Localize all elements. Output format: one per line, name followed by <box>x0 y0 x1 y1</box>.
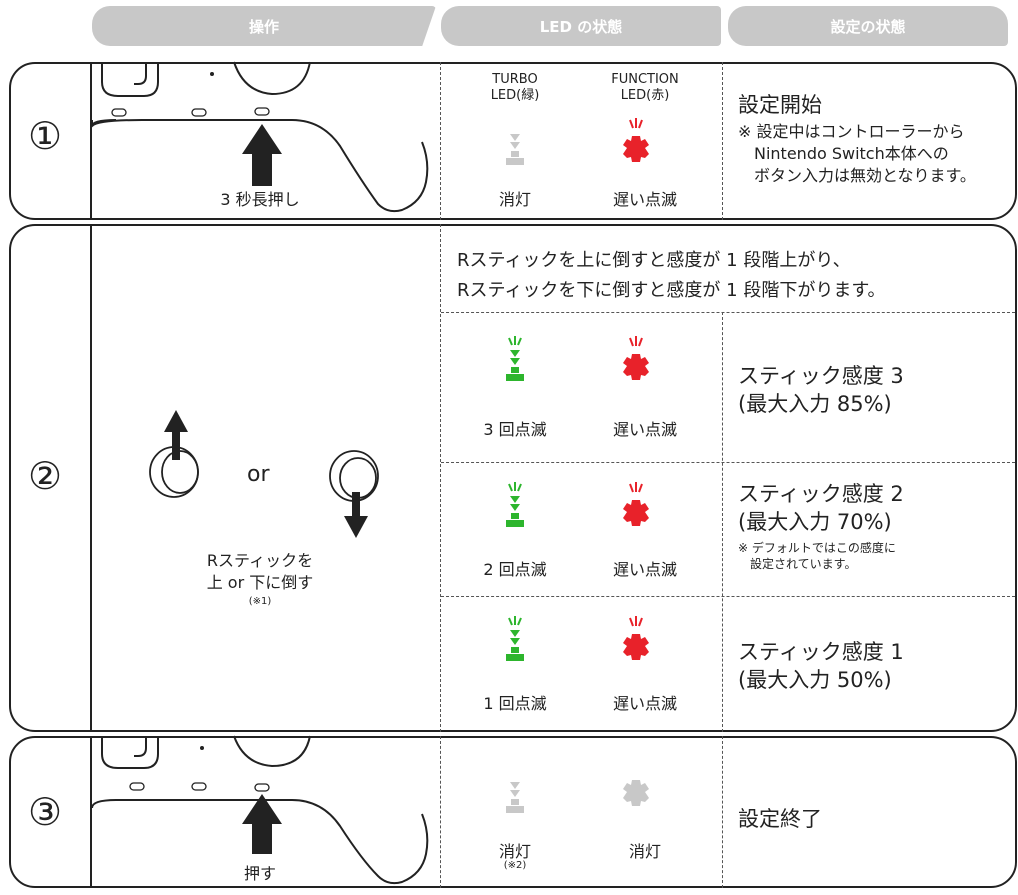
step-3-state-divider <box>722 736 723 888</box>
step-2-led-divider <box>440 224 441 732</box>
sensitivity-level-3: スティック感度 3 (最大入力 85%) <box>738 364 904 416</box>
turbo-led-blink-icon-3 <box>506 336 524 381</box>
turbo-led-off-icon-3 <box>506 782 524 813</box>
step-1-led-divider <box>440 62 441 220</box>
step-2-action-note: (※1) <box>248 596 272 607</box>
level-divider-2 <box>441 596 1015 597</box>
turbo-led-state-3: 消灯 <box>498 842 531 861</box>
turbo-state-level-3: 3 回点滅 <box>483 420 547 439</box>
function-state-level-1: 遅い点滅 <box>612 694 677 713</box>
turbo-state-level-2: 2 回点滅 <box>483 560 547 579</box>
sensitivity-level-2: スティック感度 2 (最大入力 70%) <box>738 482 904 534</box>
function-led-blink-icon-3 <box>623 336 649 380</box>
function-led-blink-icon-2 <box>623 482 649 526</box>
step-3-divider <box>90 736 92 888</box>
function-led-blink-icon <box>623 118 649 162</box>
step-1-state-divider <box>722 62 723 220</box>
step-2-divider <box>90 224 92 732</box>
turbo-led-off-icon <box>506 134 524 165</box>
controller-illustration-1 <box>91 61 429 213</box>
function-state-level-2: 遅い点滅 <box>612 560 677 579</box>
or-label: or <box>247 462 270 487</box>
function-led-state-1: 遅い点滅 <box>612 190 677 209</box>
function-led-blink-icon-1 <box>623 616 649 660</box>
level-divider-1 <box>441 462 1015 463</box>
step-2-state-divider <box>722 312 723 732</box>
turbo-led-blink-icon-1 <box>506 616 524 661</box>
step-1-number: ① <box>28 114 63 158</box>
stick-up-icon <box>149 410 199 498</box>
header-operation: 操作 <box>92 6 436 46</box>
turbo-led-note-3: (※2) <box>503 860 527 871</box>
step-1-action-label: 3 秒長押し <box>220 190 300 209</box>
step-1-note: ※ 設定中はコントローラーから Nintendo Switch本体への ボタン入… <box>738 122 976 185</box>
controller-illustration-3 <box>91 735 429 885</box>
sensitivity-level-2-note: ※ デフォルトではこの感度に 設定されています。 <box>738 541 896 571</box>
step-2-row <box>9 224 1017 732</box>
step-1-divider <box>90 62 92 220</box>
step-3-number: ③ <box>28 790 63 834</box>
step-3-led-divider <box>440 736 441 888</box>
sensitivity-level-1: スティック感度 1 (最大入力 50%) <box>738 640 904 692</box>
header-led-state: LED の状態 <box>441 6 721 46</box>
step-3-status: 設定終了 <box>738 807 822 831</box>
header-setting-state: 設定の状態 <box>728 6 1008 46</box>
function-led-title: FUNCTION LED(赤) <box>611 72 679 103</box>
turbo-led-blink-icon-2 <box>506 482 524 527</box>
turbo-led-state-1: 消灯 <box>498 190 531 209</box>
instruction-divider <box>441 312 1015 313</box>
function-led-off-icon <box>623 780 649 806</box>
function-led-state-3: 消灯 <box>628 842 661 861</box>
step-3-row <box>9 736 1017 888</box>
function-state-level-3: 遅い点滅 <box>612 420 677 439</box>
step-2-instruction: Rスティックを上に倒すと感度が 1 段階上がり、 Rスティックを下に倒すと感度が… <box>457 250 886 301</box>
step-2-number: ② <box>28 454 63 498</box>
turbo-state-level-1: 1 回点滅 <box>483 694 547 713</box>
step-1-row <box>9 62 1017 220</box>
stick-down-icon <box>329 450 379 538</box>
step-2-action-label: Rスティックを 上 or 下に倒す <box>206 551 314 592</box>
turbo-led-title: TURBO LED(緑) <box>490 72 540 103</box>
step-3-action-label: 押す <box>243 864 276 883</box>
step-1-status: 設定開始 <box>738 93 822 117</box>
